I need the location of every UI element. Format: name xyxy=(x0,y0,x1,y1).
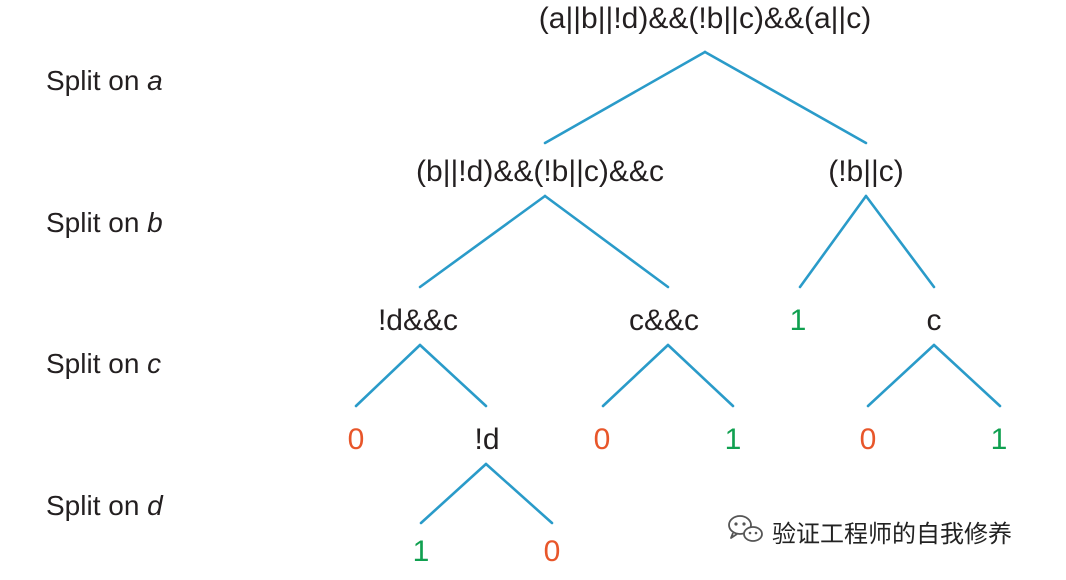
level-label-c: Split on c xyxy=(46,348,161,379)
leaf-a1-b1-c1: 0 xyxy=(348,423,365,456)
level-label-a: Split on a xyxy=(46,65,163,96)
edge-a1b0-right xyxy=(666,343,735,408)
leaf-a0-b0-c0: 1 xyxy=(991,423,1008,456)
watermark: 验证工程师的自我修养 xyxy=(728,515,1012,548)
node-a0: (!b||c) xyxy=(828,155,904,188)
edge-a1b1-left xyxy=(354,343,422,408)
leaf-a0-b0-c1: 0 xyxy=(860,423,877,456)
edge-a0b0-right xyxy=(932,343,1002,408)
leaf-a0-b1: 1 xyxy=(790,304,807,337)
edge-a1-left xyxy=(418,194,547,289)
edge-d-left xyxy=(419,462,488,525)
watermark-text: 验证工程师的自我修养 xyxy=(772,520,1012,548)
edge-a0-left xyxy=(798,194,868,289)
edge-a0b0-left xyxy=(866,343,936,408)
edge-a1b0-left xyxy=(601,343,670,408)
edge-root-right xyxy=(703,50,868,145)
edges xyxy=(354,50,1002,525)
edge-root-left xyxy=(543,50,707,145)
leaf-a1-b0-c1: 0 xyxy=(594,423,611,456)
edge-d-right xyxy=(484,462,554,525)
node-a0-b0: c xyxy=(927,304,942,337)
edge-a1-right xyxy=(543,194,670,289)
leaf-a1-b0-c0: 1 xyxy=(725,423,742,456)
edge-a1b1-right xyxy=(418,343,488,408)
node-a1: (b||!d)&&(!b||c)&&c xyxy=(416,155,664,188)
node-root: (a||b||!d)&&(!b||c)&&(a||c) xyxy=(539,2,871,35)
level-label-d: Split on d xyxy=(46,490,164,521)
node-a1-b0: c&&c xyxy=(629,304,699,337)
node-a1-b1-c0: !d xyxy=(474,423,499,456)
node-a1-b1: !d&&c xyxy=(378,304,458,337)
edge-a0-right xyxy=(864,194,936,289)
leaf-d0: 0 xyxy=(544,535,561,568)
wechat-icon xyxy=(728,515,763,542)
level-label-b: Split on b xyxy=(46,207,163,238)
leaf-d1: 1 xyxy=(413,535,430,568)
